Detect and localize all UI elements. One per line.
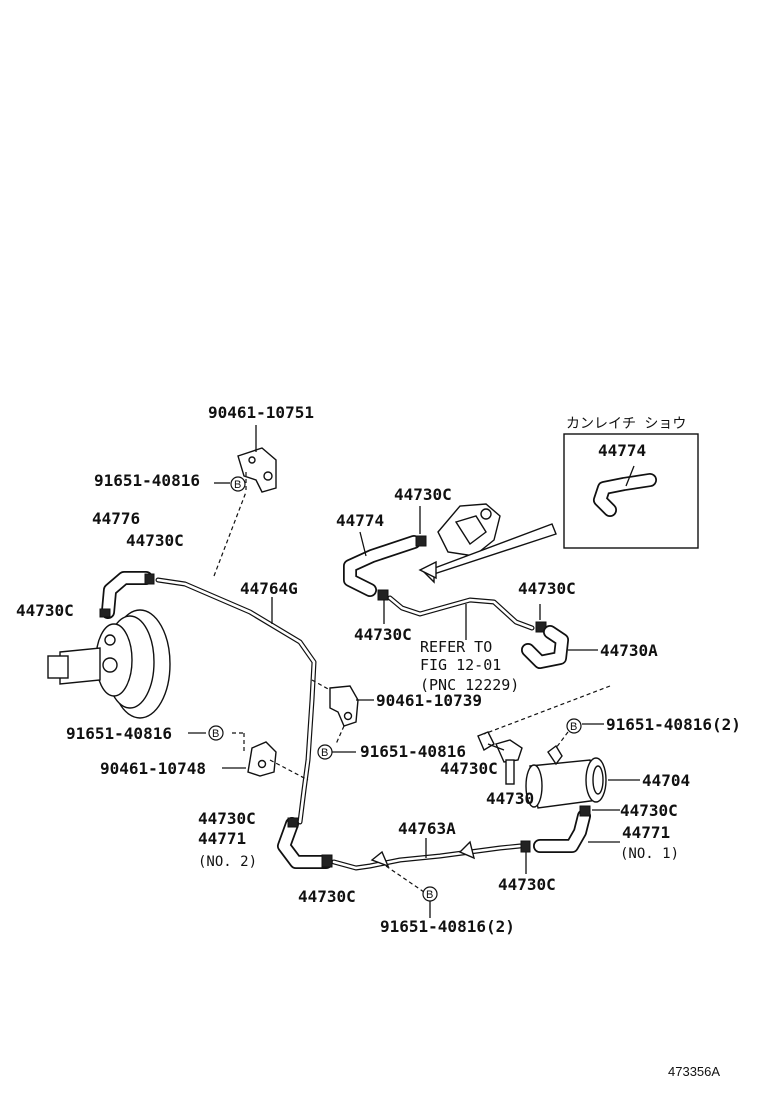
bracket-10748 — [247, 741, 277, 777]
label-no2: (NO. 2) — [198, 854, 257, 870]
svg-text:B: B — [234, 479, 241, 491]
clip-44730c-f — [415, 535, 427, 547]
label-44763a: 44763A — [398, 819, 456, 838]
vacuum-pump-44704 — [525, 744, 607, 809]
label-44771-no1: 44771 — [622, 823, 670, 842]
valve-44730 — [477, 731, 523, 785]
brake-booster — [47, 609, 171, 719]
clip-44730c-d — [321, 854, 333, 868]
label-91651-40816-right: 91651-40816(2) — [606, 715, 741, 734]
label-44730: 44730 — [486, 789, 534, 808]
label-44730c-g: 44730C — [354, 625, 412, 644]
bolt-marker-top: B — [230, 476, 246, 492]
label-44704: 44704 — [642, 771, 690, 790]
bracket-10739 — [329, 685, 359, 727]
label-44730c-a: 44730C — [126, 531, 184, 550]
label-44730a: 44730A — [600, 641, 658, 660]
label-44730c-b: 44730C — [16, 601, 74, 620]
cold-region-title: カンレイチ ショウ — [566, 416, 686, 432]
clip-44730c-b — [99, 608, 111, 618]
engine-part-outline — [437, 503, 501, 557]
clip-44730c-e — [520, 840, 531, 853]
refer-line-3: (PNC 12229) — [420, 676, 519, 694]
label-44730c-d: 44730C — [298, 887, 356, 906]
bolt-marker-mid-left: B — [208, 725, 224, 741]
label-44730c-h: 44730C — [518, 579, 576, 598]
clip-44730c-a — [144, 573, 155, 585]
label-44774-cold: 44774 — [598, 441, 646, 460]
label-44730c-c: 44730C — [198, 809, 256, 828]
label-no1: (NO. 1) — [620, 846, 679, 862]
label-90461-10748: 90461-10748 — [100, 759, 206, 778]
svg-text:B: B — [426, 889, 433, 901]
label-91651-40816-bottom: 91651-40816(2) — [380, 917, 515, 936]
label-91651-40816-mid-left: 91651-40816 — [66, 724, 172, 743]
direction-arrow — [422, 523, 557, 584]
bolt-marker-right: B — [566, 718, 582, 734]
label-91651-40816-mid-right: 91651-40816 — [360, 742, 466, 761]
figure-id: 473356A — [668, 1064, 720, 1079]
svg-text:B: B — [212, 728, 219, 740]
label-44764g: 44764G — [240, 579, 298, 598]
label-90461-10751: 90461-10751 — [208, 403, 314, 422]
label-90461-10739: 90461-10739 — [376, 691, 482, 710]
label-44730c-f: 44730C — [394, 485, 452, 504]
label-44730c-e: 44730C — [498, 875, 556, 894]
label-91651-40816-top: 91651-40816 — [94, 471, 200, 490]
label-44730c-i: 44730C — [440, 759, 498, 778]
label-44730c-j: 44730C — [620, 801, 678, 820]
clip-44730c-c — [287, 817, 299, 828]
clip-44730c-g — [377, 589, 389, 601]
refer-line-1: REFER TO — [420, 638, 492, 656]
label-44774-upper: 44774 — [336, 511, 384, 530]
cold-region-box — [563, 433, 699, 549]
bolt-marker-bottom: B — [422, 886, 438, 902]
label-44776: 44776 — [92, 509, 140, 528]
bolt-marker-mid-right: B — [317, 744, 333, 760]
clip-44730c-j — [579, 805, 591, 817]
svg-text:B: B — [570, 721, 577, 733]
svg-text:B: B — [321, 747, 328, 759]
label-44771-no2: 44771 — [198, 829, 246, 848]
refer-line-2: FIG 12-01 — [420, 656, 501, 674]
bracket-top — [237, 447, 277, 493]
